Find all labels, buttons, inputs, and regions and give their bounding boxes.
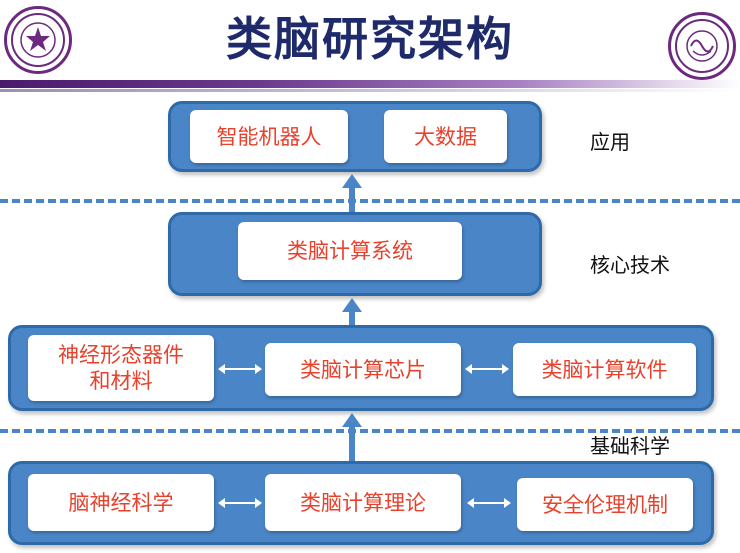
- arrow-up-icon: [342, 174, 362, 212]
- card-security-ethics: 安全伦理机制: [517, 478, 693, 531]
- card-label: 类脑计算理论: [300, 490, 426, 515]
- seal-graphic: [11, 13, 65, 67]
- divider-dashed-bottom: [0, 429, 740, 433]
- layer-label-basic: 基础科学: [590, 434, 670, 458]
- arrow-up-icon: [342, 413, 362, 461]
- card-label-line2: 和材料: [89, 369, 153, 393]
- card-brain-computing-chip: 类脑计算芯片: [265, 343, 461, 396]
- card-label: 大数据: [414, 124, 477, 149]
- card-label: 类脑计算系统: [287, 239, 413, 263]
- card-label: 脑神经科学: [68, 490, 174, 515]
- layer-label-core: 核心技术: [590, 253, 670, 277]
- title-underline-bar: [0, 80, 740, 88]
- card-neuroscience: 脑神经科学: [28, 474, 214, 531]
- layer-label-application: 应用: [590, 130, 630, 154]
- double-arrow-icon: [465, 364, 509, 374]
- divider-dashed-top: [0, 199, 740, 203]
- card-brain-computing-system: 类脑计算系统: [238, 222, 462, 280]
- double-arrow-icon: [218, 498, 262, 508]
- university-seal-icon: [4, 6, 72, 74]
- card-brain-computing-theory: 类脑计算理论: [265, 474, 461, 531]
- card-label: 类脑计算软件: [541, 357, 668, 382]
- card-big-data: 大数据: [384, 110, 507, 163]
- card-label: 安全伦理机制: [542, 492, 668, 517]
- card-neuromorphic-devices: 神经形态器件 和材料: [28, 335, 214, 401]
- card-brain-computing-software: 类脑计算软件: [513, 343, 696, 396]
- double-arrow-icon: [218, 364, 262, 374]
- double-arrow-icon: [467, 498, 511, 508]
- card-label-line1: 神经形态器件: [58, 343, 184, 367]
- title-underline-bar-light: [0, 89, 740, 92]
- card-label: 智能机器人: [216, 124, 322, 149]
- arrow-up-icon: [342, 298, 362, 328]
- institute-emblem-icon: [668, 12, 736, 80]
- card-intelligent-robot: 智能机器人: [190, 110, 348, 163]
- card-label: 类脑计算芯片: [300, 357, 426, 382]
- page-title: 类脑研究架构: [226, 12, 514, 66]
- emblem-graphic: [675, 19, 729, 73]
